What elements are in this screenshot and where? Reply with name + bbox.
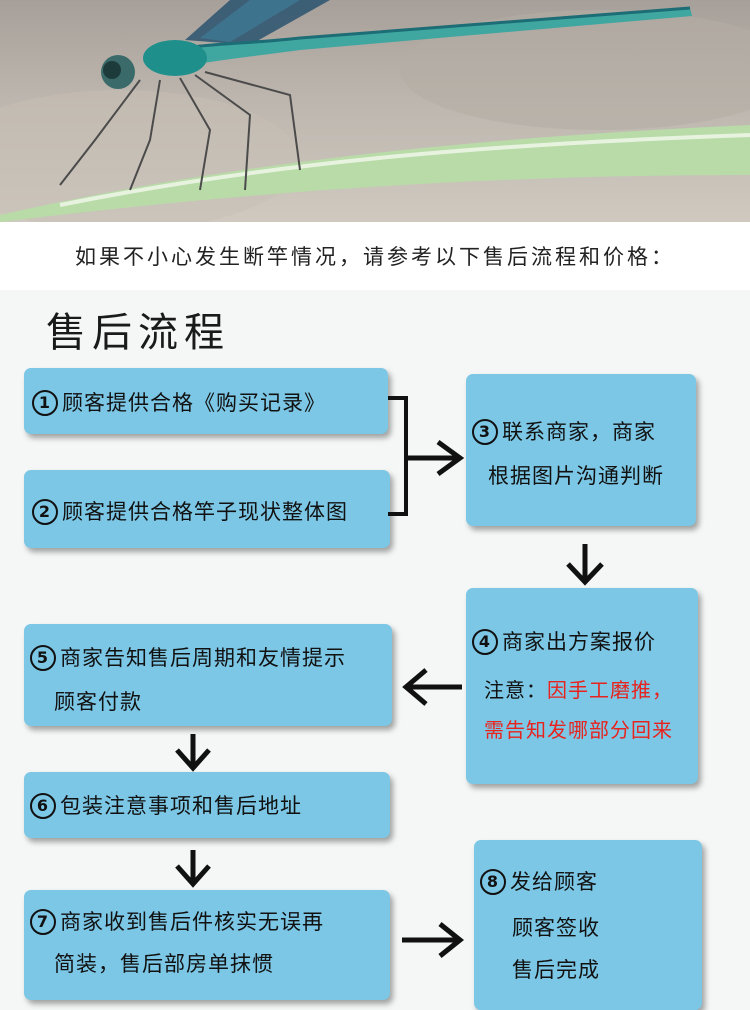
step-number-5: 5 (30, 645, 56, 671)
intro-bar: 如果不小心发生断竿情况，请参考以下售后流程和价格： (0, 222, 750, 290)
arrow-left-4-to-5 (402, 668, 462, 706)
dragonfly-photo (0, 0, 750, 222)
step-3-text-2: 根据图片沟通判断 (488, 464, 664, 488)
intro-text: 如果不小心发生断竿情况，请参考以下售后流程和价格： (75, 245, 675, 269)
step-7-text-2: 简装，售后部房单抹惯 (54, 952, 274, 976)
step-3-text-1: 联系商家，商家 (502, 420, 656, 444)
step-4-note-line-1: 注意：因手工磨推， (484, 674, 673, 703)
step-4-note-red-1: 因手工磨推， (547, 678, 673, 702)
step-number-2: 2 (32, 499, 58, 525)
step-8-line-2: 顾客签收 (512, 912, 600, 942)
arrow-right-7-to-8 (402, 922, 465, 958)
step-8-text-2: 顾客签收 (512, 916, 600, 940)
step-8-line-3: 售后完成 (512, 954, 600, 984)
step-number-1: 1 (32, 390, 58, 416)
step-1-text: 顾客提供合格《购买记录》 (62, 391, 326, 415)
step-4-note-line-2: 需告知发哪部分回来 (484, 718, 673, 742)
step-number-4: 4 (472, 629, 498, 655)
arrow-down-6-to-7 (175, 850, 211, 888)
step-2-text: 顾客提供合格竿子现状整体图 (62, 500, 348, 524)
step-4-note-label: 注意： (484, 678, 547, 702)
step-6-text: 包装注意事项和售后地址 (60, 794, 302, 818)
step-number-3: 3 (472, 419, 498, 445)
step-4-text: 商家出方案报价 (502, 630, 656, 654)
bracket-connector (388, 396, 465, 516)
step-7-text-1: 商家收到售后件核实无误再 (60, 910, 324, 934)
page-title: 售后流程 (46, 310, 230, 356)
arrow-down-5-to-6 (175, 734, 211, 772)
step-number-8: 8 (480, 869, 506, 895)
step-number-7: 7 (30, 909, 56, 935)
arrow-down-3-to-4 (566, 544, 604, 586)
step-7-line-2: 简装，售后部房单抹惯 (54, 948, 274, 978)
step-8-text-1: 发给顾客 (510, 870, 598, 894)
dragonfly-illustration (0, 0, 750, 222)
step-5-text-2: 顾客付款 (54, 690, 142, 714)
step-number-6: 6 (30, 793, 56, 819)
step-5-line-2: 顾客付款 (54, 686, 142, 716)
step-8-text-3: 售后完成 (512, 958, 600, 982)
step-5-text-1: 商家告知售后周期和友情提示 (60, 646, 346, 670)
step-3-line-2: 根据图片沟通判断 (488, 460, 664, 490)
